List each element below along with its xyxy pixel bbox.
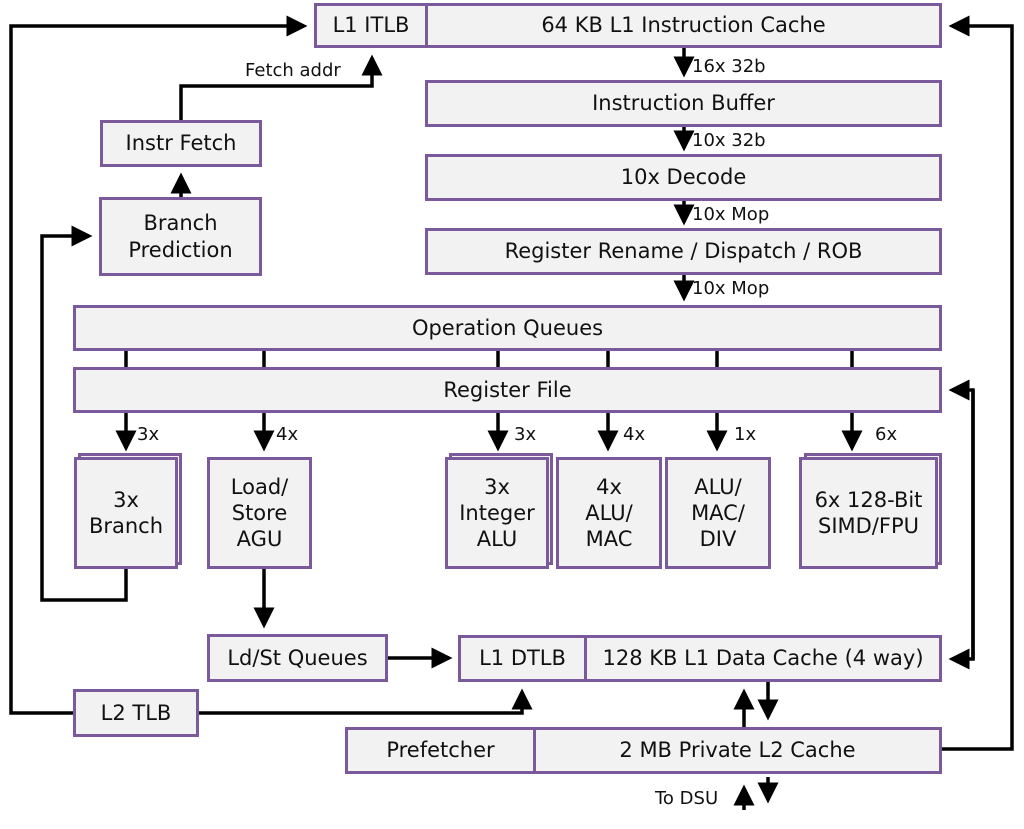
count-label-alumac: 4x [623,424,646,445]
count-label-int: 3x [514,424,537,445]
wire-l2tlb-to-itlb [9,15,308,715]
l2-tlb-box: L2 TLB [73,689,199,737]
prefetcher-box: Prefetcher [345,727,536,774]
link-label-icache-ibuf: 16x 32b [692,56,766,77]
l2-cache-box: 2 MB Private L2 Cache [533,727,942,774]
operation-queues-box: Operation Queues [73,305,942,351]
fetch-addr-label: Fetch addr [245,60,341,81]
simd-fpu-box: 6x 128-Bit SIMD/FPU [799,457,938,569]
instruction-buffer-box: Instruction Buffer [425,80,942,127]
alu-mac-div-box: ALU/ MAC/ DIV [665,457,771,569]
count-label-branch: 3x [137,424,160,445]
count-label-agu: 4x [276,424,299,445]
load-store-agu-box: Load/ Store AGU [207,457,312,569]
register-file-box: Register File [73,367,942,413]
ldst-queues-box: Ld/St Queues [207,634,388,682]
wire-fetch-to-itlb [179,54,383,120]
wire-l2-to-icache [942,15,1014,751]
wire-branch-to-bp [40,225,128,602]
count-label-div: 1x [734,424,757,445]
l1-icache-box: 64 KB L1 Instruction Cache [425,3,942,48]
wire-l2tlb-to-dtlb [198,688,533,715]
wire-rf-to-dcache [948,390,975,670]
l1-dtlb-box: L1 DTLB [458,635,587,682]
branch-unit-box: 3x Branch [74,457,178,569]
instr-fetch-box: Instr Fetch [100,120,262,167]
wire-dcache-to-rf [948,379,975,659]
integer-alu-box: 3x Integer ALU [445,457,549,569]
branch-prediction-box: Branch Prediction [99,197,262,276]
l1-itlb-box: L1 ITLB [314,3,428,48]
count-label-simd: 6x [875,424,898,445]
decode-box: 10x Decode [425,154,942,201]
rename-dispatch-rob-box: Register Rename / Dispatch / ROB [425,228,942,275]
link-label-decode-rename: 10x Mop [692,204,770,225]
link-label-rename-opq: 10x Mop [692,278,770,299]
alu-mac-box: 4x ALU/ MAC [556,457,662,569]
link-label-ibuf-decode: 10x 32b [692,130,766,151]
to-dsu-label: To DSU [655,788,719,809]
l1-dcache-box: 128 KB L1 Data Cache (4 way) [584,635,942,682]
